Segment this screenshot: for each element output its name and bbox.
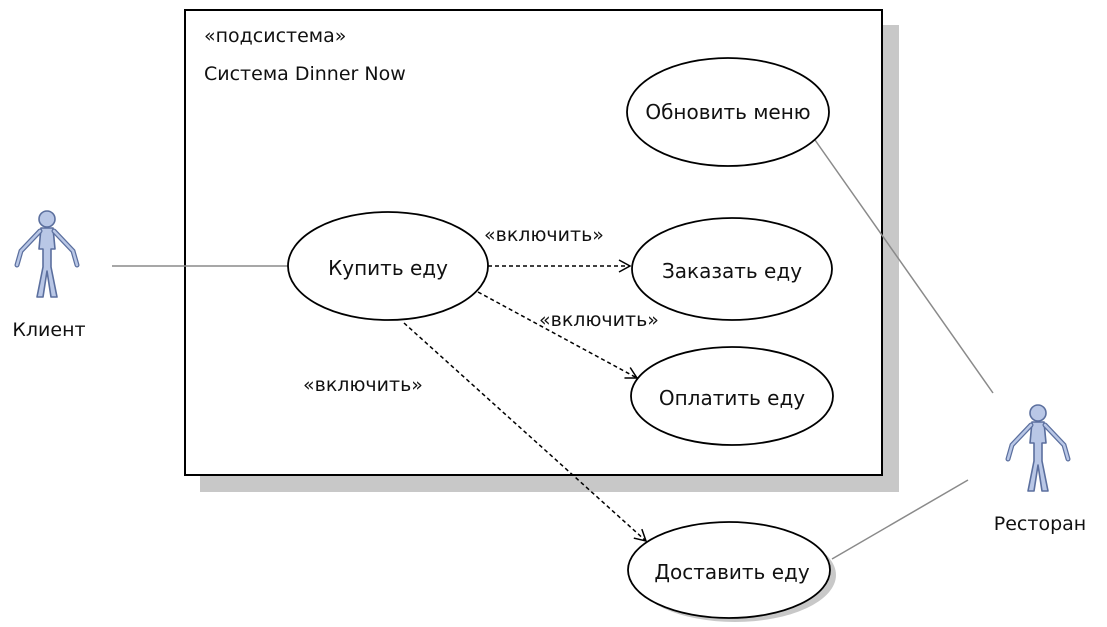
restaurant-actor-icon <box>1005 404 1071 492</box>
include-label-order: «включить» <box>484 224 604 246</box>
include-buy-pay <box>477 291 639 379</box>
use-case-order-label: Заказать еду <box>661 259 803 283</box>
use-case-pay <box>630 346 834 446</box>
assoc-restaurant-deliver <box>831 479 969 560</box>
use-case-buy <box>287 211 489 321</box>
subsystem-name: Система Dinner Now <box>204 63 406 85</box>
client-actor-label: Клиент <box>12 319 86 341</box>
use-case-buy-label: Купить еду <box>328 256 448 280</box>
use-case-order <box>631 217 833 321</box>
restaurant-actor-label: Ресторан <box>993 513 1087 535</box>
use-case-update-menu <box>626 57 830 167</box>
use-case-deliver-label: Доставить еду <box>654 560 810 584</box>
use-case-pay-label: Оплатить еду <box>658 386 806 410</box>
assoc-restaurant-update-menu <box>814 139 994 394</box>
include-label-deliver: «включить» <box>303 374 423 396</box>
include-label-pay: «включить» <box>539 309 659 331</box>
use-case-deliver <box>627 521 831 619</box>
use-case-update-menu-label: Обновить меню <box>645 100 811 124</box>
include-buy-deliver <box>403 322 648 543</box>
client-actor-icon <box>14 210 80 298</box>
subsystem-stereotype: «подсистема» <box>204 25 347 47</box>
